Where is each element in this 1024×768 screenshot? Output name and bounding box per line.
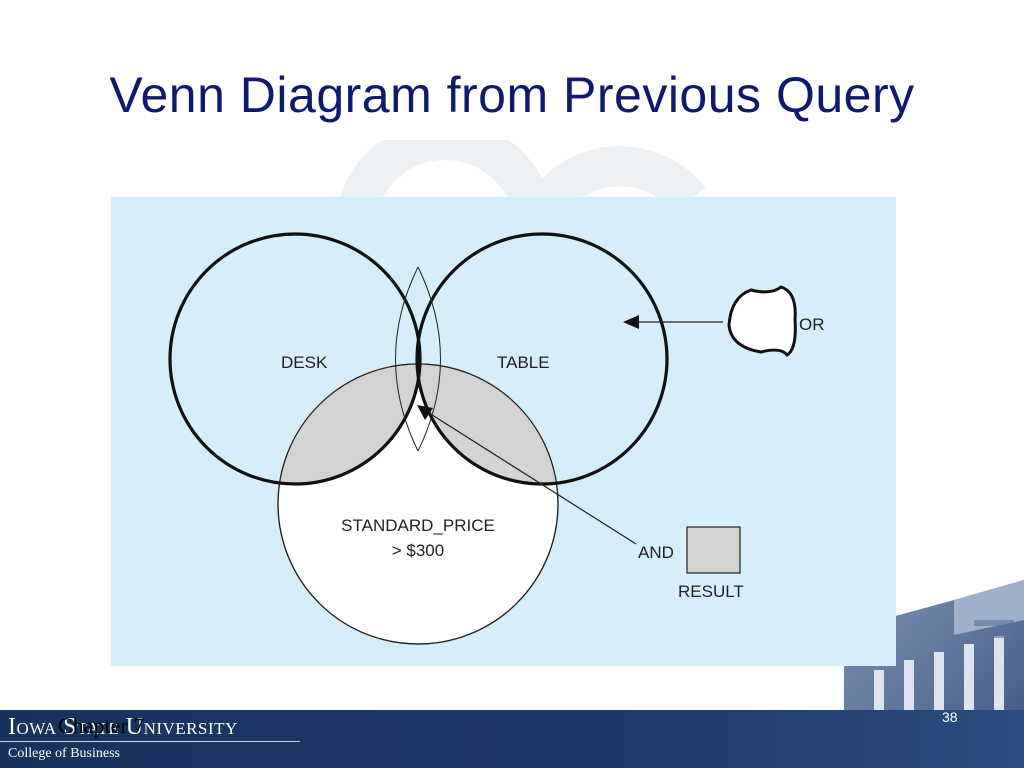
desk-circle <box>168 232 422 486</box>
page-number: 38 <box>942 709 958 725</box>
result-swatch <box>686 526 741 574</box>
venn-diagram: OR AND RESULT DESK TABLE STANDARD_PRICE … <box>168 232 825 645</box>
slide-title: Venn Diagram from Previous Query <box>109 67 915 123</box>
venn-diagram-panel: OR AND RESULT DESK TABLE STANDARD_PRICE … <box>111 197 896 666</box>
and-arrow <box>428 412 637 545</box>
table-label: TABLE <box>497 353 550 372</box>
footer-bar <box>0 710 1024 768</box>
result-label: RESULT <box>678 582 744 601</box>
or-label: OR <box>799 315 825 334</box>
shaded-result-region <box>278 364 558 484</box>
desk-label: DESK <box>281 353 328 372</box>
chapter-label: Chapter 7 <box>58 713 145 738</box>
college-name: College of Business <box>8 746 120 761</box>
footer-divider <box>0 741 300 742</box>
standard-price-label: STANDARD_PRICE <box>341 516 495 535</box>
university-logo: Iowa State University <box>8 714 238 740</box>
or-symbol <box>727 285 797 357</box>
price-threshold-label: > $300 <box>392 541 444 560</box>
and-label: AND <box>638 543 674 562</box>
